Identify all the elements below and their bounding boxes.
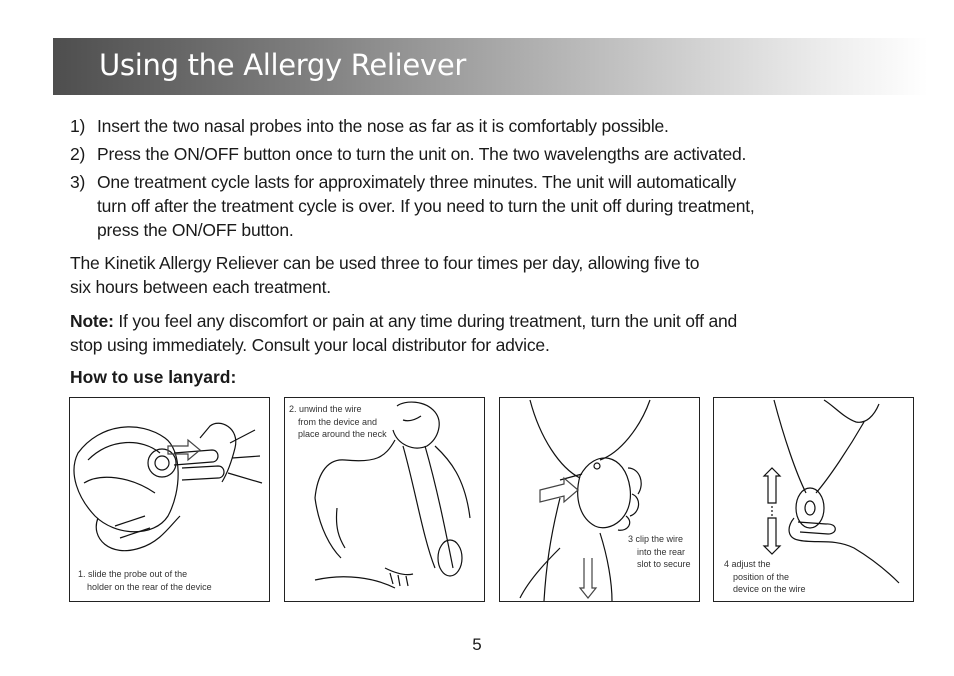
caption-line: 2. unwind the wire bbox=[289, 404, 362, 414]
step-line: turn off after the treatment cycle is ov… bbox=[97, 196, 755, 216]
caption-line: holder on the rear of the device bbox=[87, 581, 212, 592]
caption-line: 3 clip the wire bbox=[628, 534, 684, 544]
lanyard-panel-4: 4 adjust the position of the device on t… bbox=[713, 397, 914, 602]
note-line: Note: If you feel any discomfort or pain… bbox=[70, 309, 870, 333]
step-2: 2) Press the ON/OFF button once to turn … bbox=[70, 142, 890, 166]
panel-caption: 1. slide the probe out of the holder on … bbox=[78, 568, 212, 593]
caption-line: place around the neck bbox=[298, 429, 387, 439]
step-line: Press the ON/OFF button once to turn the… bbox=[97, 144, 747, 164]
step-number: 2) bbox=[70, 144, 86, 164]
caption-line: position of the bbox=[733, 571, 790, 582]
step-number: 1) bbox=[70, 116, 86, 136]
panel-caption: 2. unwind the wire from the device and p… bbox=[289, 403, 387, 441]
caption-line: into the rear bbox=[637, 546, 686, 557]
lanyard-panel-2: 2. unwind the wire from the device and p… bbox=[284, 397, 485, 602]
title-bar: Using the Allergy Reliever bbox=[53, 38, 928, 95]
adjust-position-illustration bbox=[762, 399, 900, 584]
caption-line: slot to secure bbox=[637, 559, 691, 569]
usage-line: The Kinetik Allergy Reliever can be used… bbox=[70, 253, 700, 273]
caption-line: device on the wire bbox=[733, 584, 806, 594]
panel-caption: 3 clip the wire into the rear slot to se… bbox=[628, 533, 691, 571]
page-number: 5 bbox=[472, 635, 482, 654]
note-label: Note: bbox=[70, 311, 114, 331]
step-number: 3) bbox=[70, 172, 86, 192]
instruction-steps: 1) Insert the two nasal probes into the … bbox=[70, 114, 890, 246]
caption-line: 4 adjust the bbox=[724, 559, 771, 569]
clip-wire-illustration bbox=[519, 399, 651, 601]
lanyard-panel-3: 3 clip the wire into the rear slot to se… bbox=[499, 397, 700, 602]
caption-line: from the device and bbox=[298, 416, 378, 427]
panel-caption: 4 adjust the position of the device on t… bbox=[724, 558, 806, 596]
note-text: If you feel any discomfort or pain at an… bbox=[113, 311, 738, 331]
usage-line: six hours between each treatment. bbox=[70, 277, 331, 297]
step-3: 3) One treatment cycle lasts for approxi… bbox=[70, 170, 890, 242]
step-line: Insert the two nasal probes into the nos… bbox=[97, 116, 669, 136]
step-line: One treatment cycle lasts for approximat… bbox=[97, 172, 737, 192]
step-1: 1) Insert the two nasal probes into the … bbox=[70, 114, 890, 138]
lanyard-panel-1: 1. slide the probe out of the holder on … bbox=[69, 397, 270, 602]
unwind-wire-illustration bbox=[314, 401, 471, 589]
step-line: press the ON/OFF button. bbox=[97, 220, 294, 240]
probe-removal-illustration bbox=[73, 422, 263, 552]
note-line: stop using immediately. Consult your loc… bbox=[70, 335, 550, 355]
lanyard-heading: How to use lanyard: bbox=[70, 367, 237, 387]
usage-paragraph: The Kinetik Allergy Reliever can be used… bbox=[70, 251, 870, 299]
note-paragraph: Note: If you feel any discomfort or pain… bbox=[70, 309, 870, 357]
page-title: Using the Allergy Reliever bbox=[99, 48, 466, 82]
caption-line: 1. slide the probe out of the bbox=[78, 569, 188, 579]
